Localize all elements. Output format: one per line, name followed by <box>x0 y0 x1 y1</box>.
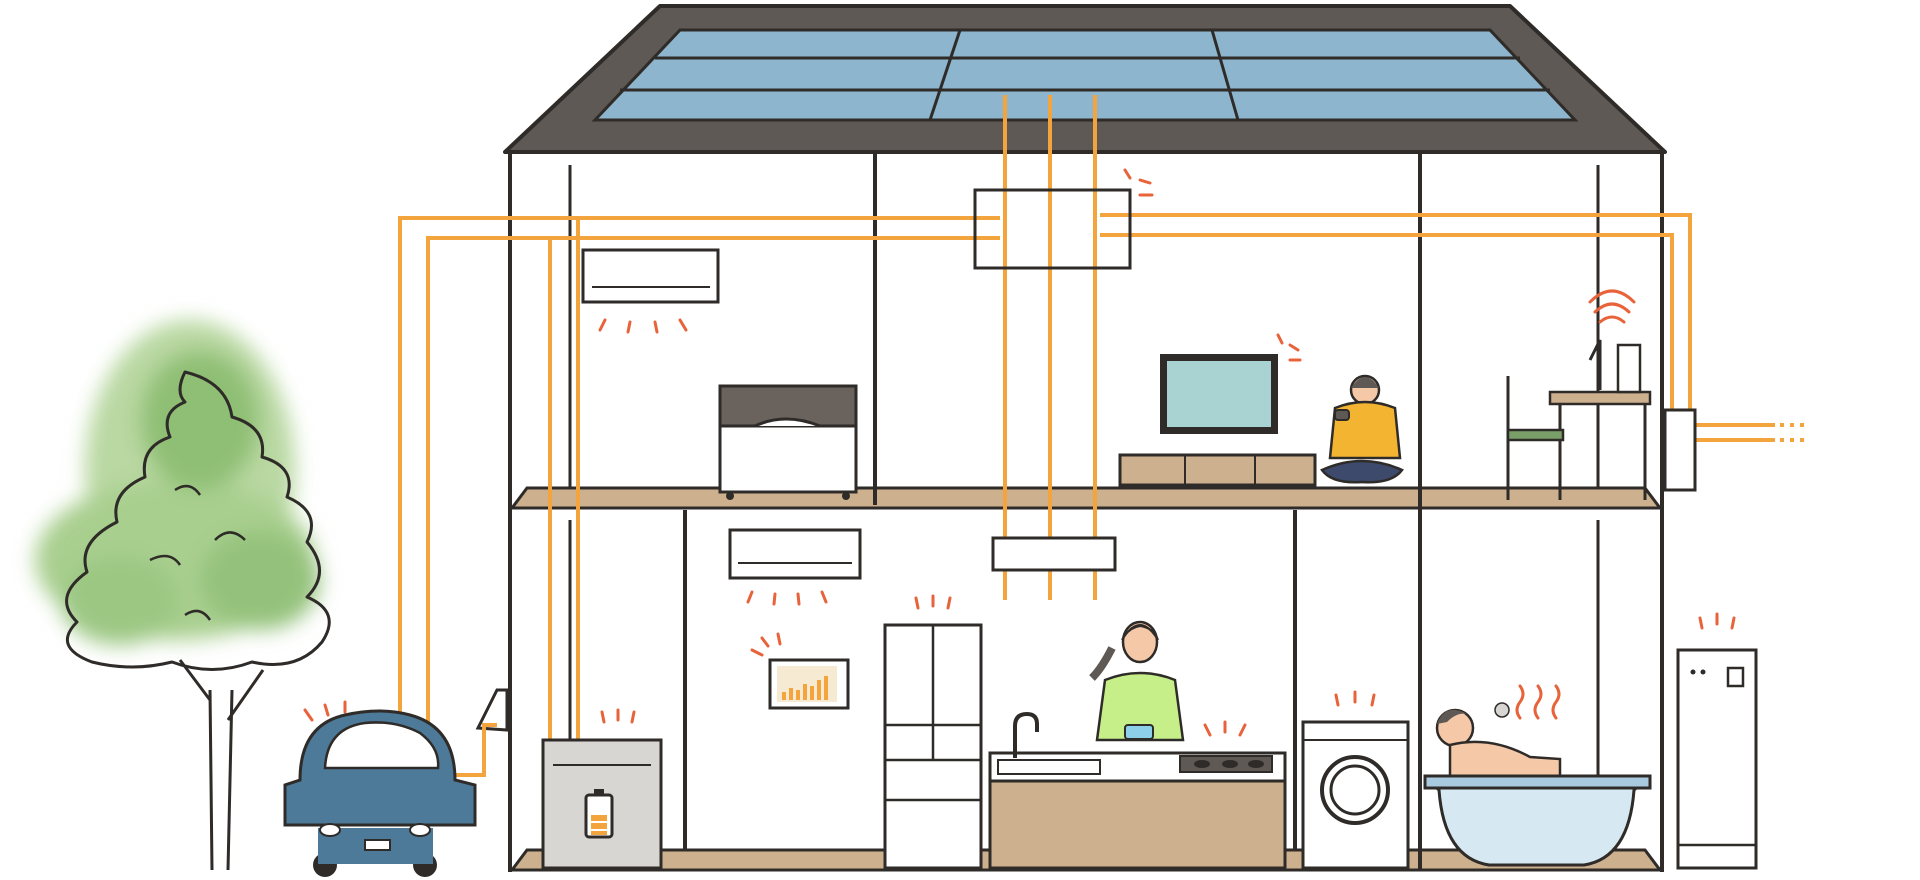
desk-with-computer <box>1506 289 1652 500</box>
child-playing-game <box>1320 374 1404 484</box>
woman-cooking <box>1089 620 1185 742</box>
bed <box>718 384 858 500</box>
induction-cooktop <box>1179 720 1273 773</box>
tree <box>35 320 331 871</box>
bathtub-with-person <box>1423 684 1652 867</box>
home-battery <box>541 708 663 870</box>
refrigerator <box>883 594 983 870</box>
energy-monitor-display <box>750 632 850 710</box>
kitchen-counter <box>988 711 1287 870</box>
washing-machine <box>1301 690 1410 870</box>
ev-car <box>283 700 477 877</box>
television <box>1118 333 1317 487</box>
air-conditioner-upstairs <box>581 248 720 334</box>
solar-panel-roof <box>503 4 1667 154</box>
distribution-board-lower <box>991 536 1117 572</box>
upper-floor <box>509 486 1663 510</box>
distribution-board-upper <box>973 188 1132 270</box>
ev-charger <box>444 688 509 777</box>
smart-meter <box>1663 408 1697 492</box>
air-conditioner-downstairs <box>728 528 862 606</box>
wifi-icon <box>1588 289 1636 324</box>
power-lines <box>398 95 1810 745</box>
water-heater <box>1676 612 1758 870</box>
activity-marks <box>1123 168 1154 197</box>
